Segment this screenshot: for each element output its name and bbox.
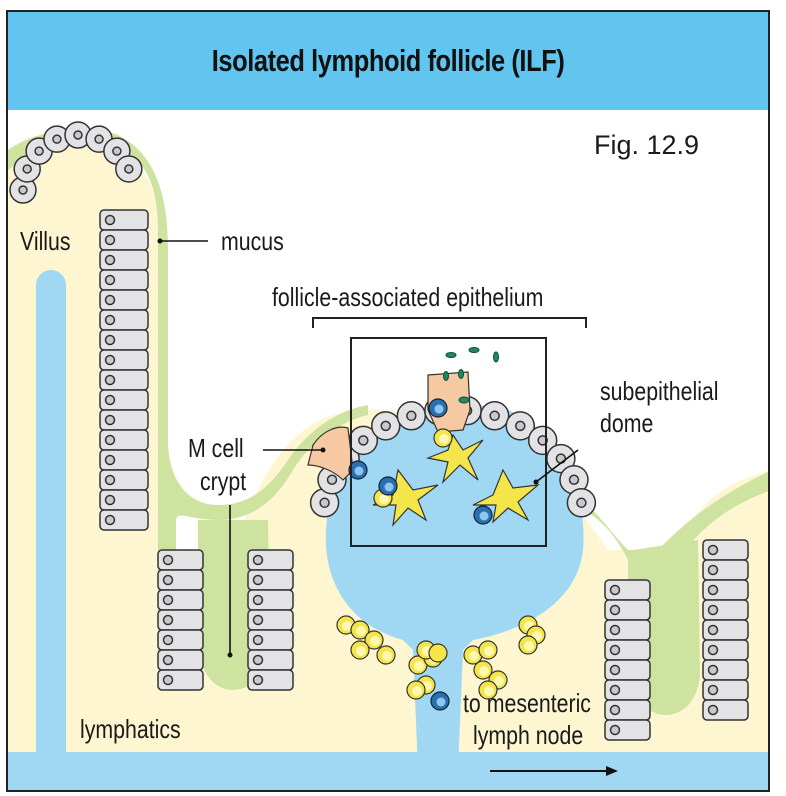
villus-epithelium	[9, 121, 294, 691]
cell-nucleus	[609, 684, 621, 696]
fae-label: follicle-associated epithelium	[272, 282, 544, 312]
dome-leader	[535, 449, 579, 483]
epithelial-cell	[99, 509, 149, 531]
cell-nucleus	[104, 414, 116, 426]
diagram-panel: Fig. 12.9 Villus mucus follicle-associat…	[6, 110, 770, 792]
cell-nucleus	[104, 394, 116, 406]
cell-nucleus	[252, 594, 264, 606]
cell-nucleus	[162, 654, 174, 666]
cell-nucleus	[707, 704, 719, 716]
cell-nucleus	[104, 234, 116, 246]
to-mesenteric-label-1: to mesenteric	[463, 688, 591, 718]
cell-nucleus	[104, 334, 116, 346]
crypt-label: crypt	[200, 466, 247, 496]
cell-nucleus	[252, 634, 264, 646]
villus-label: Villus	[20, 226, 71, 256]
cell-nucleus	[609, 724, 621, 736]
cell-nucleus	[104, 254, 116, 266]
cell-nucleus	[104, 314, 116, 326]
ilf-illustration	[8, 110, 768, 790]
cell-nucleus	[252, 654, 264, 666]
b-lymphocyte	[428, 643, 448, 663]
cell-nucleus	[707, 604, 719, 616]
cell-nucleus	[707, 564, 719, 576]
cell-nucleus	[252, 614, 264, 626]
cell-nucleus	[162, 594, 174, 606]
m-cell	[307, 426, 354, 481]
cell-nucleus	[707, 684, 719, 696]
cell-nucleus	[707, 624, 719, 636]
figure-title: Isolated lymphoid follicle (ILF)	[211, 43, 565, 78]
bacteria	[443, 347, 499, 404]
lymphocytes	[336, 398, 546, 711]
arrow-head-icon	[606, 766, 618, 776]
cell-nucleus	[104, 514, 116, 526]
subepithelial-dome-label-1: subepithelial	[600, 376, 719, 406]
cell-nucleus	[162, 634, 174, 646]
cell-nucleus	[104, 354, 116, 366]
cell-nucleus	[104, 474, 116, 486]
cell-nucleus	[252, 554, 264, 566]
mucus-label: mucus	[221, 226, 284, 256]
m-cell-label: M cell	[188, 433, 244, 463]
intestinal-lumen	[8, 110, 768, 655]
cell-nucleus	[609, 704, 621, 716]
cell-nucleus	[609, 584, 621, 596]
cell-nucleus	[104, 294, 116, 306]
follicle-region-box	[350, 337, 547, 547]
cell-nucleus	[609, 624, 621, 636]
cell-nucleus	[104, 274, 116, 286]
cell-nucleus	[104, 434, 116, 446]
cell-nucleus	[707, 544, 719, 556]
cell-nucleus	[162, 554, 174, 566]
lymphatics-label: lymphatics	[80, 714, 181, 744]
cell-nucleus	[104, 374, 116, 386]
lymphatic-vessel	[8, 752, 768, 790]
to-mesenteric-label-2: lymph node	[473, 720, 584, 750]
cell-nucleus	[609, 644, 621, 656]
figure-header: Isolated lymphoid follicle (ILF)	[6, 10, 770, 112]
dendritic-cells	[372, 433, 540, 527]
cell-nucleus	[609, 664, 621, 676]
cell-nucleus	[104, 214, 116, 226]
cell-nucleus	[104, 494, 116, 506]
subepithelial-dome-label-2: dome	[600, 408, 654, 438]
villus-lacteal	[36, 270, 66, 790]
cell-nucleus	[707, 644, 719, 656]
fae-bracket	[312, 317, 587, 328]
cell-nucleus	[252, 574, 264, 586]
cell-nucleus	[162, 574, 174, 586]
figure-number: Fig. 12.9	[594, 130, 700, 160]
cell-nucleus	[162, 614, 174, 626]
cell-nucleus	[707, 664, 719, 676]
right-crypt-epithelium	[604, 539, 749, 741]
cell-nucleus	[252, 674, 264, 686]
cell-nucleus	[162, 674, 174, 686]
cell-nucleus	[609, 604, 621, 616]
cell-nucleus	[707, 584, 719, 596]
cell-nucleus	[104, 454, 116, 466]
